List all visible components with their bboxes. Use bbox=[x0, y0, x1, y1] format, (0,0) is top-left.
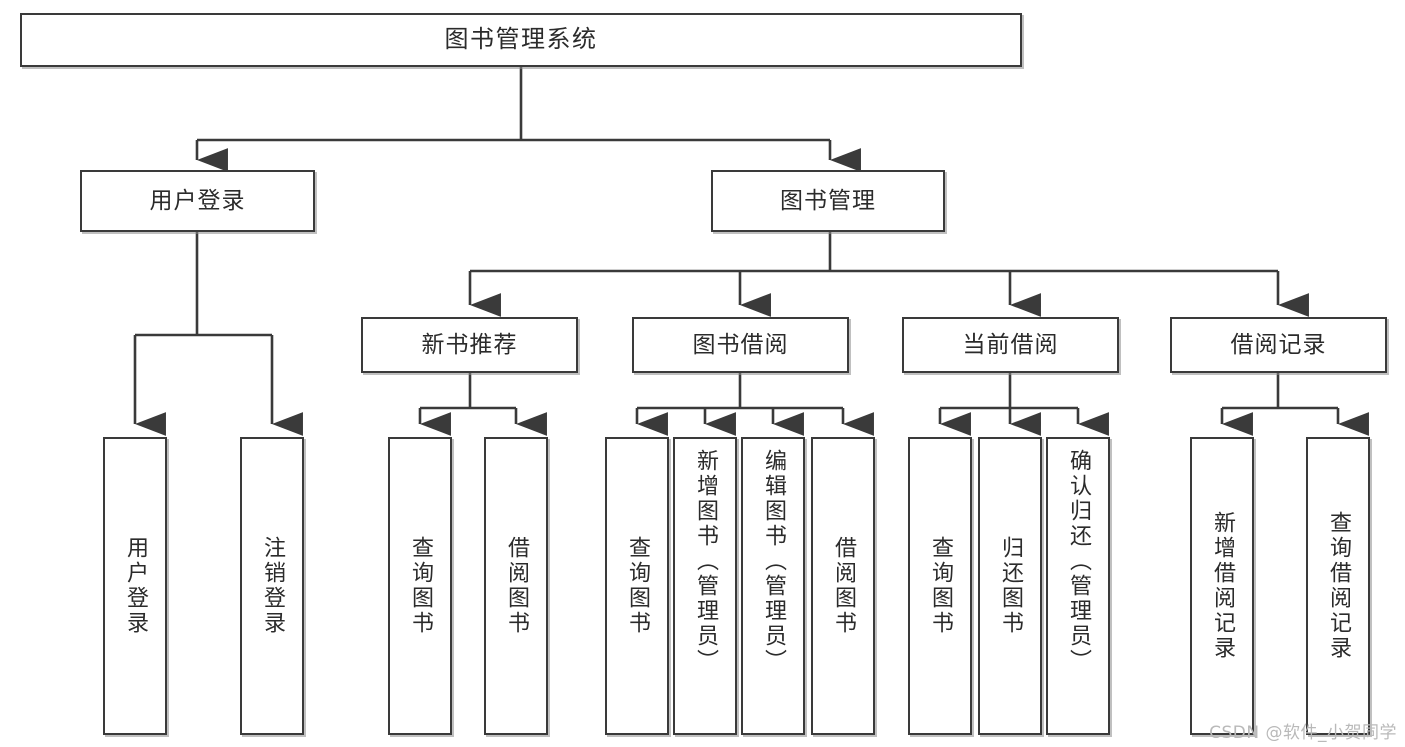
node-label: 用户登录 bbox=[149, 187, 246, 214]
node-label: 新增借阅记录 bbox=[1210, 511, 1235, 661]
node-label: 借阅图书 bbox=[504, 536, 529, 636]
node-borrow-record[interactable]: 借阅记录 bbox=[1170, 317, 1387, 373]
node-label: 当前借阅 bbox=[962, 331, 1059, 358]
leaf-borrow-book-borrow[interactable]: 借阅图书 bbox=[811, 437, 875, 735]
node-label: 图书借阅 bbox=[692, 331, 789, 358]
node-label: 借阅图书 bbox=[831, 536, 856, 636]
node-current-borrow[interactable]: 当前借阅 bbox=[902, 317, 1119, 373]
node-label: 确认归还（管理员） bbox=[1066, 449, 1091, 674]
node-new-book-recommend[interactable]: 新书推荐 bbox=[361, 317, 578, 373]
node-root-system[interactable]: 图书管理系统 bbox=[20, 13, 1022, 67]
leaf-edit-book-admin[interactable]: 编辑图书（管理员） bbox=[741, 437, 805, 735]
node-book-manage[interactable]: 图书管理 bbox=[711, 170, 945, 232]
leaf-query-book-current[interactable]: 查询图书 bbox=[908, 437, 972, 735]
node-label: 查询图书 bbox=[408, 536, 433, 636]
leaf-return-book[interactable]: 归还图书 bbox=[978, 437, 1042, 735]
node-label: 图书管理系统 bbox=[444, 25, 598, 54]
node-label: 归还图书 bbox=[998, 536, 1023, 636]
node-label: 用户登录 bbox=[123, 536, 148, 636]
node-label: 注销登录 bbox=[260, 536, 285, 636]
leaf-query-book-recommend[interactable]: 查询图书 bbox=[388, 437, 452, 735]
leaf-user-login[interactable]: 用户登录 bbox=[103, 437, 167, 735]
leaf-borrow-book-recommend[interactable]: 借阅图书 bbox=[484, 437, 548, 735]
node-user-login[interactable]: 用户登录 bbox=[80, 170, 315, 232]
watermark-text: CSDN @软件_小贺同学 bbox=[1209, 723, 1397, 743]
node-label: 图书管理 bbox=[780, 187, 876, 214]
leaf-add-book-admin[interactable]: 新增图书（管理员） bbox=[673, 437, 737, 735]
leaf-query-book-borrow[interactable]: 查询图书 bbox=[605, 437, 669, 735]
node-label: 新增图书（管理员） bbox=[693, 449, 718, 674]
node-label: 查询图书 bbox=[928, 536, 953, 636]
leaf-query-borrow-record[interactable]: 查询借阅记录 bbox=[1306, 437, 1370, 735]
leaf-add-borrow-record[interactable]: 新增借阅记录 bbox=[1190, 437, 1254, 735]
node-label: 编辑图书（管理员） bbox=[761, 449, 786, 674]
node-label: 借阅记录 bbox=[1230, 331, 1327, 358]
node-label: 查询借阅记录 bbox=[1326, 511, 1351, 661]
leaf-logout-login[interactable]: 注销登录 bbox=[240, 437, 304, 735]
node-label: 新书推荐 bbox=[421, 331, 518, 358]
node-book-borrow[interactable]: 图书借阅 bbox=[632, 317, 849, 373]
leaf-confirm-return-admin[interactable]: 确认归还（管理员） bbox=[1046, 437, 1110, 735]
node-label: 查询图书 bbox=[625, 536, 650, 636]
